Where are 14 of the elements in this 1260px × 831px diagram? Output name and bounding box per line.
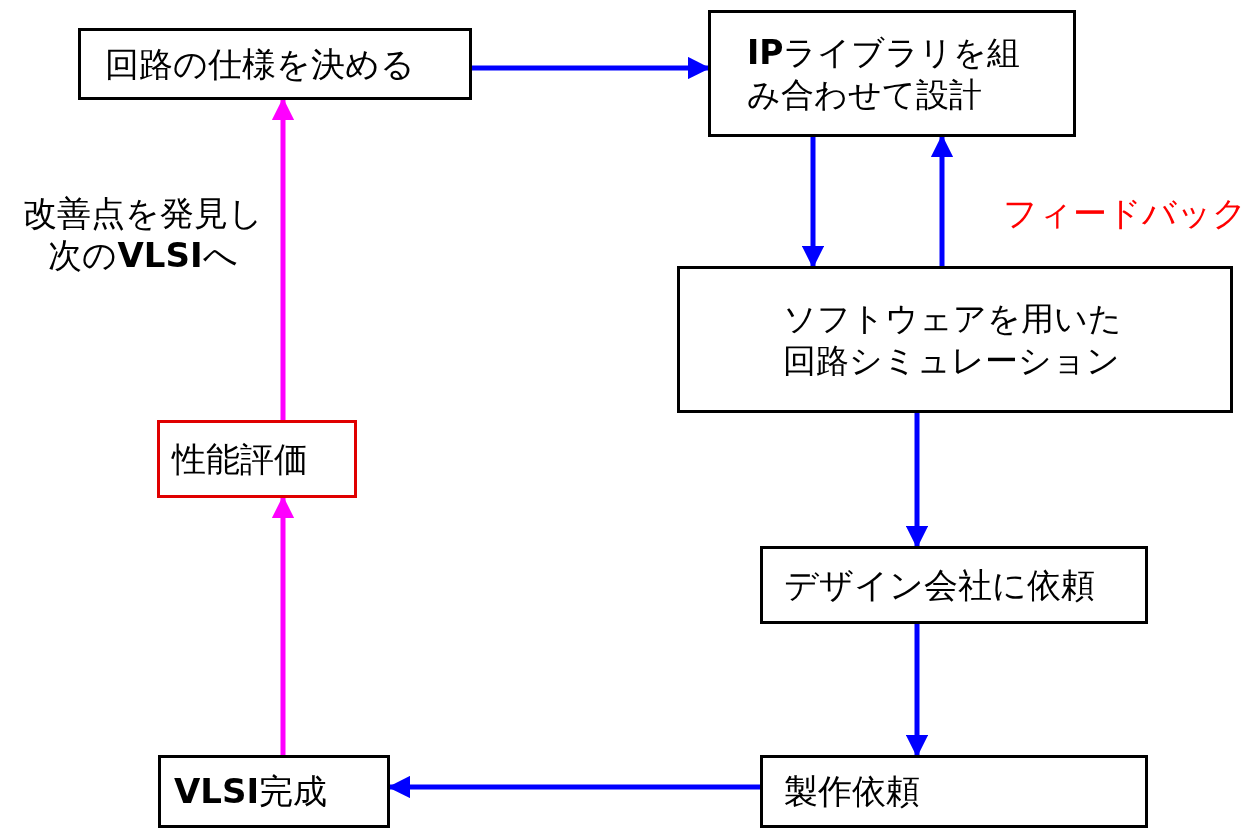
process-box xyxy=(708,10,1076,137)
process-box xyxy=(677,266,1233,413)
box-text: デザイン会社に依頼 xyxy=(784,563,1096,607)
process-box xyxy=(158,755,390,828)
box-text: 製作依頼 xyxy=(784,770,921,813)
box-text: VLSI完成 xyxy=(174,770,329,813)
process-box xyxy=(760,546,1148,624)
box-text: 性能評価 xyxy=(172,437,309,481)
box-text: 回路の仕様を決める xyxy=(105,42,416,86)
process-box xyxy=(78,28,472,100)
box-text: IPライブラリを組み合わせて設計 xyxy=(747,32,1022,115)
process-box xyxy=(157,420,357,498)
process-box xyxy=(760,755,1148,828)
box-text: ソフトウェアを用いた回路シミュレーション xyxy=(782,298,1123,381)
